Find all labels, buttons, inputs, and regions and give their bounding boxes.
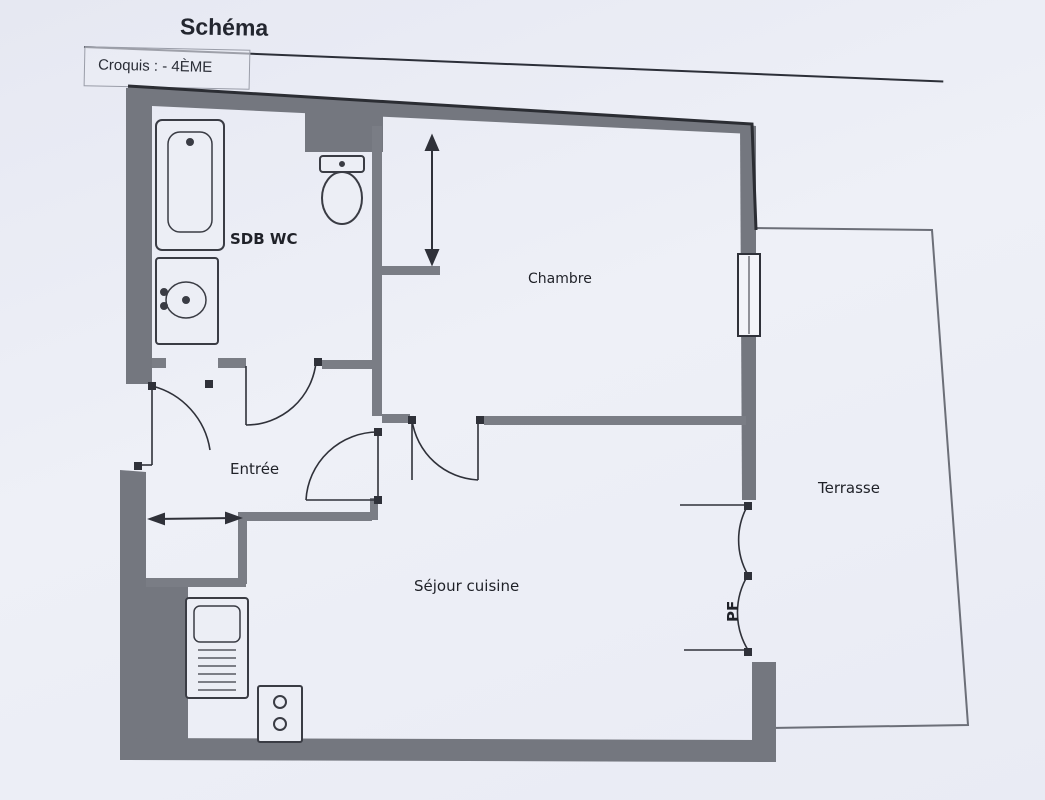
bathtub-icon xyxy=(155,119,225,251)
sink-icon xyxy=(155,257,219,345)
kitchen-sink-icon xyxy=(185,597,249,699)
exterior-walls xyxy=(120,86,776,762)
room-label-entry: Entrée xyxy=(230,460,279,478)
outer-edge xyxy=(127,84,758,231)
room-label-bathroom: SDB WC xyxy=(230,230,297,248)
room-label-terrace: Terrasse xyxy=(817,479,880,497)
interior-walls xyxy=(146,126,746,587)
door-hinges xyxy=(134,358,752,656)
closet-sliding-arrow xyxy=(147,511,243,526)
cooktop-icon xyxy=(257,685,303,743)
room-label-living: Séjour cuisine xyxy=(414,577,519,595)
toilet-icon xyxy=(319,155,365,225)
doors xyxy=(136,361,749,651)
french-door-label: PF xyxy=(724,601,742,622)
terrace-outline xyxy=(751,227,970,729)
sliding-door-arrow xyxy=(424,133,440,267)
room-label-bedroom: Chambre xyxy=(528,271,592,287)
